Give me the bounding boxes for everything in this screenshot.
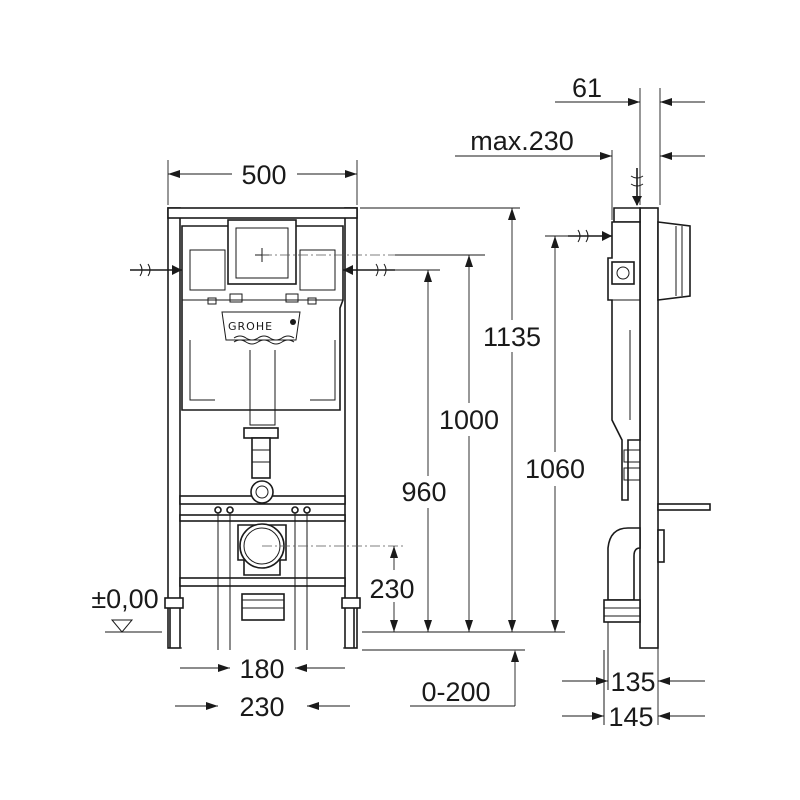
frame-bottom-rail <box>179 577 346 587</box>
flush-pipe-connector <box>243 427 279 439</box>
dim-width-180: 180 <box>239 654 284 684</box>
brand-plate <box>221 311 301 341</box>
wave-logo-icon <box>233 335 295 341</box>
dim-depth-145: 145 <box>608 702 653 732</box>
waste-connector <box>241 593 285 621</box>
frame-top-rail <box>167 207 358 219</box>
dim-height-230: 230 <box>369 574 414 604</box>
dim-foot-range: 0-200 <box>421 677 490 707</box>
water-inlet-side-icon <box>577 229 589 243</box>
water-inlet-top-icon <box>630 175 644 187</box>
dim-width-230: 230 <box>239 692 284 722</box>
water-inlet-right-icon <box>375 263 387 277</box>
dim-height-1135: 1135 <box>483 322 541 352</box>
side-waste-bend <box>607 527 641 601</box>
dim-depth-135: 135 <box>610 667 655 697</box>
dim-depth-61: 61 <box>572 73 602 103</box>
dim-height-1000: 1000 <box>439 405 499 435</box>
level-triangle-icon <box>110 619 134 633</box>
cistern-body <box>181 225 344 411</box>
front-dimensions: 500 1135 1000 960 230 0- <box>91 160 565 722</box>
side-flange <box>657 221 691 301</box>
side-view <box>568 88 711 725</box>
side-support-rod <box>657 503 711 511</box>
frame-lower-rail <box>179 514 346 522</box>
dim-depth-max230: max.230 <box>470 126 574 156</box>
floor-level-label: ±0,00 <box>91 584 158 614</box>
flush-outlet-ring <box>250 480 274 504</box>
side-cistern-body <box>607 221 641 501</box>
dim-height-960: 960 <box>401 477 446 507</box>
grohe-logo: GROHE <box>228 320 273 333</box>
water-inlet-left-icon <box>139 263 151 277</box>
side-dimensions: 61 max.230 1060 135 145 <box>455 73 705 732</box>
foot-right <box>341 597 361 609</box>
dim-height-1060: 1060 <box>525 454 585 484</box>
flush-pipe <box>251 437 271 479</box>
dim-width-500: 500 <box>241 160 286 190</box>
side-frame-upright <box>639 207 659 649</box>
side-waste-connector <box>603 599 641 623</box>
foot-left <box>164 597 184 609</box>
front-view: GROHE <box>130 207 480 650</box>
